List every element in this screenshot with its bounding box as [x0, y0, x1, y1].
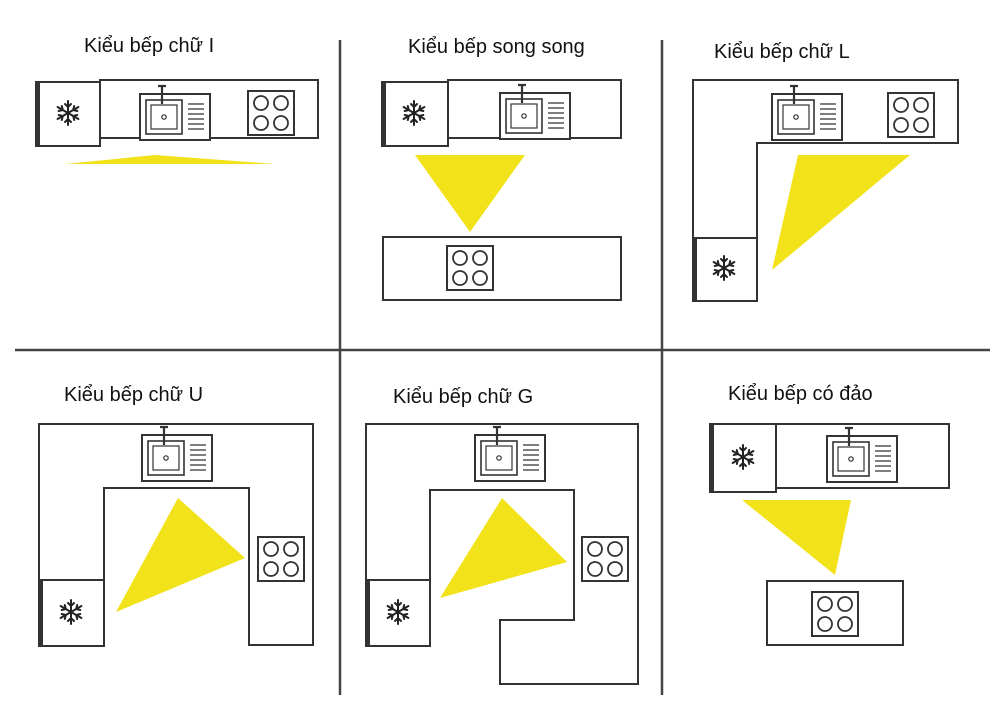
fridge-edge — [382, 82, 386, 146]
work-triangle — [415, 155, 525, 232]
stove-icon — [446, 245, 494, 291]
fridge-edge — [39, 580, 43, 646]
fridge — [35, 81, 101, 147]
stove-icon — [581, 536, 629, 582]
panel-i-shape: Kiểu bếp chữ I — [35, 35, 319, 164]
fridge — [381, 81, 449, 147]
panel-parallel: Kiểu bếp song song — [381, 36, 622, 301]
fridge-edge — [710, 424, 714, 492]
fridge — [365, 579, 431, 647]
sink-icon — [138, 84, 212, 142]
panel-title-u: Kiểu bếp chữ U — [64, 384, 203, 406]
fridge — [709, 423, 777, 493]
sink-icon — [825, 426, 899, 484]
work-triangle — [742, 500, 851, 575]
fridge-edge — [36, 82, 40, 146]
panel-l-shape: Kiểu bếp chữ L — [692, 41, 959, 302]
panel-dividers — [15, 40, 990, 695]
fridge-edge — [366, 580, 370, 646]
panel-title-l: Kiểu bếp chữ L — [714, 41, 850, 63]
panel-u-shape: Kiểu bếp chữ U — [38, 384, 314, 647]
panel-title-g: Kiểu bếp chữ G — [393, 386, 533, 408]
work-triangle — [772, 155, 910, 270]
sink-icon — [770, 84, 844, 142]
panel-g-shape: Kiểu bếp chữ G — [365, 386, 639, 685]
panel-title-i: Kiểu bếp chữ I — [84, 35, 214, 57]
counter-bottom-run — [382, 236, 622, 301]
stove-icon — [811, 591, 859, 637]
work-triangle — [440, 498, 567, 598]
fridge-body — [709, 423, 777, 493]
work-triangle — [116, 498, 245, 612]
panel-title-island: Kiểu bếp có đảo — [728, 383, 873, 405]
sink-icon — [498, 83, 572, 141]
panel-island: Kiểu bếp có đảo — [709, 383, 950, 646]
work-triangle — [65, 155, 275, 164]
sink-icon — [473, 425, 547, 483]
fridge — [38, 579, 105, 647]
panel-title-parallel: Kiểu bếp song song — [408, 36, 585, 58]
fridge-edge — [693, 238, 697, 301]
sink-icon — [140, 425, 214, 483]
stove-icon — [257, 536, 305, 582]
fridge — [692, 237, 758, 302]
stove-icon — [887, 92, 935, 138]
stove-icon — [247, 90, 295, 136]
